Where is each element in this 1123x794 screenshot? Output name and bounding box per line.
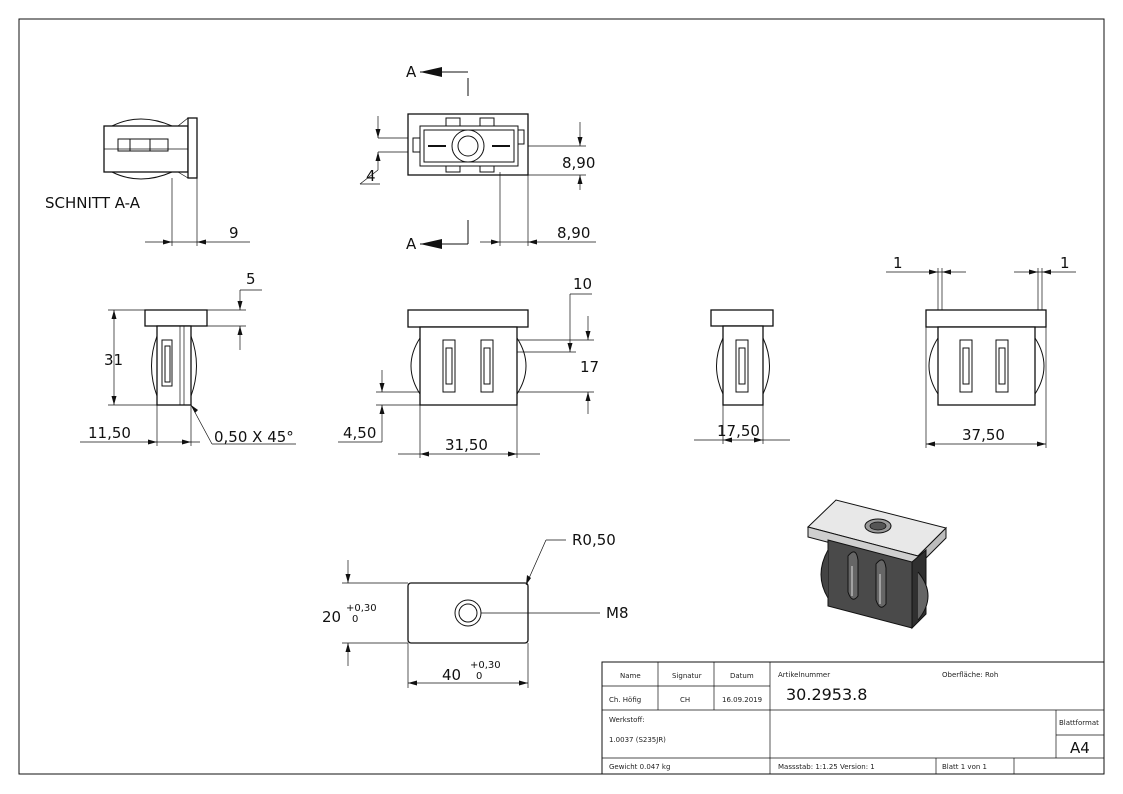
dim-top-offset: 4 bbox=[366, 167, 376, 185]
dim-chamfer: 0,50 X 45° bbox=[214, 428, 294, 446]
section-view: 9 bbox=[103, 117, 250, 246]
dim-side-width: 17,50 bbox=[717, 422, 760, 440]
dim-flange: 5 bbox=[246, 270, 256, 288]
dim-bottom-offset: 4,50 bbox=[343, 424, 376, 442]
dim-overall-width: 37,50 bbox=[962, 426, 1005, 444]
dim-section-width: 9 bbox=[229, 224, 239, 242]
tb-blattformat: A4 bbox=[1070, 739, 1090, 757]
tb-werkstoff: 1.0037 (S235JR) bbox=[609, 736, 666, 744]
tol-upper-height: +0,30 bbox=[346, 603, 377, 614]
tb-blattformat-label: Blattformat bbox=[1059, 719, 1099, 727]
tb-artikel-label: Artikelnummer bbox=[778, 671, 830, 679]
dim-height: 31 bbox=[104, 351, 123, 369]
isometric-view bbox=[807, 499, 947, 630]
tb-werkstoff-label: Werkstoff: bbox=[609, 716, 645, 724]
dim-top-right-2: 8,90 bbox=[557, 224, 590, 242]
right-side-view: 17,50 bbox=[694, 309, 790, 444]
tol-upper-width: +0,30 bbox=[470, 660, 501, 671]
tol-lower-width: 0 bbox=[476, 671, 482, 682]
top-view: 4 8,90 8,90 bbox=[359, 67, 596, 249]
dim-top-right-1: 8,90 bbox=[562, 154, 595, 172]
section-marker-bottom: A bbox=[406, 235, 417, 253]
plate-view: R0,50 M8 20 +0,30 0 40 +0,30 0 bbox=[322, 531, 629, 688]
dim-lip-left: 1 bbox=[893, 254, 903, 272]
tb-col-datum: Datum bbox=[730, 672, 754, 680]
front-view: 10 17 4,50 31,50 bbox=[338, 275, 599, 458]
title-block: Name Signatur Datum Ch. Höfig CH 16.09.2… bbox=[601, 661, 1105, 775]
dim-slot-height: 17 bbox=[580, 358, 599, 376]
dim-depth: 11,50 bbox=[88, 424, 131, 442]
tb-signatur: CH bbox=[680, 696, 690, 704]
tb-col-name: Name bbox=[620, 672, 641, 680]
tb-massstab: Massstab: 1:1.25 Version: 1 bbox=[778, 763, 875, 771]
dim-plate-height: 20 bbox=[322, 608, 341, 626]
section-marker-top: A bbox=[406, 63, 417, 81]
tb-artikel-number: 30.2953.8 bbox=[786, 685, 867, 704]
tb-datum: 16.09.2019 bbox=[722, 696, 762, 704]
tol-lower-height: 0 bbox=[352, 614, 358, 625]
dim-plate-width: 40 bbox=[442, 666, 461, 684]
tb-blatt: Blatt 1 von 1 bbox=[942, 763, 987, 771]
dim-thread: M8 bbox=[606, 604, 629, 622]
dim-slot-offset: 10 bbox=[573, 275, 592, 293]
tb-gewicht: Gewicht 0.047 kg bbox=[609, 763, 670, 771]
tb-oberflaeche: Oberfläche: Roh bbox=[942, 671, 998, 679]
tb-name: Ch. Höfig bbox=[609, 696, 641, 704]
dim-lip-right: 1 bbox=[1060, 254, 1070, 272]
section-label: SCHNITT A-A bbox=[45, 194, 141, 212]
dim-width: 31,50 bbox=[445, 436, 488, 454]
dim-radius: R0,50 bbox=[572, 531, 616, 549]
back-view: 1 1 37,50 bbox=[886, 254, 1076, 448]
left-side-view: 5 31 11,50 0,50 X 45° bbox=[80, 270, 296, 446]
sheet-border bbox=[18, 18, 1105, 775]
tb-col-signatur: Signatur bbox=[672, 672, 702, 680]
